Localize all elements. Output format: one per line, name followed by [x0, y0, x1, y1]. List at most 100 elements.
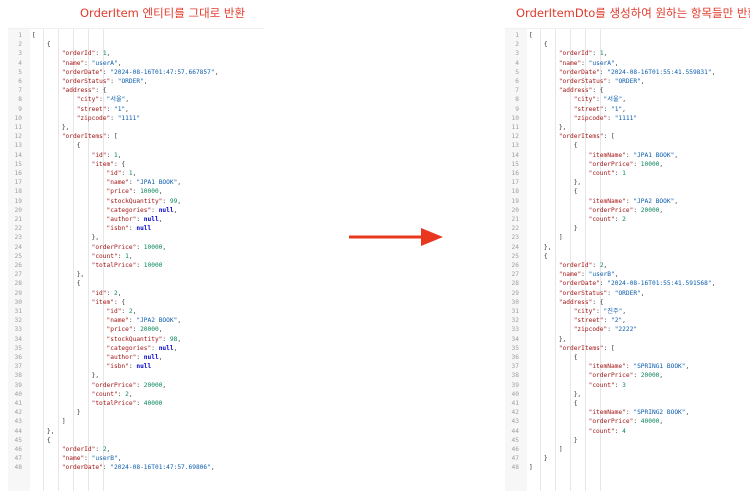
code-text: { — [573, 188, 578, 196]
code-text: { — [543, 252, 548, 260]
code-text: "count": 2, — [91, 390, 133, 398]
line-number-gutter — [505, 29, 527, 491]
line-number: 33 — [511, 326, 519, 334]
line-number: 18 — [511, 188, 519, 196]
indent-guide — [102, 29, 104, 491]
line-number: 32 — [511, 317, 519, 325]
code-line: 16 "id": 1, — [8, 169, 137, 178]
code-line: 46 "orderId": 2, — [8, 445, 111, 454]
code-line: 13 { — [505, 141, 578, 150]
line-number: 9 — [515, 105, 519, 113]
code-text: }, — [61, 124, 70, 131]
code-text: "street": "1", — [76, 105, 129, 113]
code-line: 32 "name": "JPA2 BOOK", — [8, 316, 182, 325]
code-text: ] — [529, 464, 533, 472]
line-number: 27 — [14, 271, 22, 279]
code-text: "id": 2, — [91, 289, 122, 297]
indent-guide — [569, 29, 571, 491]
code-line: 38 "orderPrice": 20000, — [505, 371, 664, 380]
line-number: 26 — [511, 262, 519, 269]
right-json-panel[interactable]: 1[2 {3 "orderId": 1,4 "name": "userA",5 … — [505, 28, 743, 491]
line-number: 11 — [14, 124, 22, 131]
line-number: 29 — [511, 289, 519, 297]
line-number: 10 — [14, 114, 22, 122]
line-number: 34 — [511, 335, 519, 343]
code-text: "orderId": 1, — [61, 50, 111, 58]
code-text: { — [76, 142, 81, 150]
code-line: 24 }, — [505, 243, 552, 252]
line-number: 15 — [14, 160, 22, 168]
code-text: { — [76, 280, 81, 288]
code-text: "orderId": 1, — [558, 50, 608, 58]
code-text: }, — [558, 124, 567, 131]
line-number: 26 — [14, 262, 22, 269]
line-number: 16 — [14, 170, 22, 177]
code-line: 33 "zipcode": "2222" — [505, 325, 638, 334]
code-text: "orderStatus": "ORDER", — [61, 78, 148, 85]
line-number: 30 — [511, 298, 519, 306]
line-number: 15 — [511, 160, 519, 168]
right-arrow-icon — [349, 228, 443, 246]
line-number: 9 — [18, 105, 22, 113]
code-line: 36 "author": null, — [8, 353, 163, 362]
line-number: 1 — [18, 32, 22, 39]
code-line: 39 "count": 3 — [505, 381, 626, 390]
line-number: 28 — [14, 280, 22, 288]
code-line: 26 "totalPrice": 10000 — [8, 261, 163, 270]
line-number: 22 — [14, 225, 22, 233]
code-text: "isbn": null — [106, 225, 152, 233]
code-text: "item": { — [91, 298, 126, 306]
code-line: 31 "city": "진주", — [505, 307, 627, 316]
code-text: } — [76, 409, 81, 417]
code-line: 23 ] — [505, 233, 563, 242]
line-number: 21 — [511, 216, 519, 223]
code-text: }, — [558, 335, 567, 343]
code-line: 32 "street": "2", — [505, 316, 626, 325]
code-text: "totalPrice": 40000 — [91, 400, 163, 407]
line-number: 25 — [511, 252, 519, 260]
code-line: 15 "orderPrice": 10000, — [505, 160, 664, 169]
code-text: "itemName": "SPRING1 BOOK", — [588, 363, 690, 371]
line-number: 47 — [511, 455, 519, 463]
code-text: "itemName": "JPA2 BOOK", — [588, 197, 679, 205]
line-number: 2 — [18, 41, 22, 49]
code-text: { — [573, 400, 578, 407]
code-line: 5 "orderDate": "2024-08-16T01:55:41.5598… — [505, 68, 715, 77]
line-number: 44 — [511, 427, 519, 435]
code-text: "orderItems": [ — [558, 133, 615, 141]
code-text: ] — [558, 234, 563, 242]
line-number: 46 — [14, 446, 22, 453]
code-line: 44 }, — [8, 427, 55, 436]
code-text: } — [573, 436, 578, 444]
code-text: { — [573, 354, 578, 361]
code-text: "author": null, — [106, 354, 163, 361]
indent-guide — [554, 29, 556, 491]
code-line: 37 "isbn": null — [8, 362, 152, 371]
line-number: 21 — [14, 216, 22, 223]
code-text: "address": { — [558, 298, 604, 306]
code-line: 40 "count": 2, — [8, 390, 133, 399]
line-number: 39 — [14, 381, 22, 389]
indent-guide — [57, 29, 59, 491]
code-text: "street": "2", — [573, 317, 626, 325]
code-text: "count": 2 — [588, 216, 626, 223]
line-number: 37 — [511, 363, 519, 371]
line-number: 37 — [14, 363, 22, 371]
line-number: 43 — [511, 418, 519, 426]
indent-guide — [72, 29, 74, 491]
code-line: 34 "stockQuantity": 98, — [8, 335, 182, 344]
code-line: 10 "zipcode": "1111" — [505, 114, 638, 123]
left-json-panel[interactable]: 1[2 {3 "orderId": 1,4 "name": "userA",5 … — [8, 28, 264, 491]
code-line: 8 "city": "서울", — [8, 95, 129, 104]
code-text: "orderPrice": 20000, — [588, 372, 664, 380]
code-line: 45 { — [8, 436, 51, 445]
line-number: 35 — [14, 344, 22, 352]
line-number: 32 — [14, 317, 22, 325]
code-text: "orderDate": "2024-08-16T01:55:41.591568… — [558, 280, 716, 288]
indent-guide — [599, 29, 601, 491]
code-text: "name": "userA", — [61, 59, 122, 67]
code-text: "orderPrice": 20000, — [588, 206, 664, 214]
code-line: 18 { — [505, 187, 578, 196]
line-number: 23 — [511, 234, 519, 242]
line-number: 29 — [14, 289, 22, 297]
